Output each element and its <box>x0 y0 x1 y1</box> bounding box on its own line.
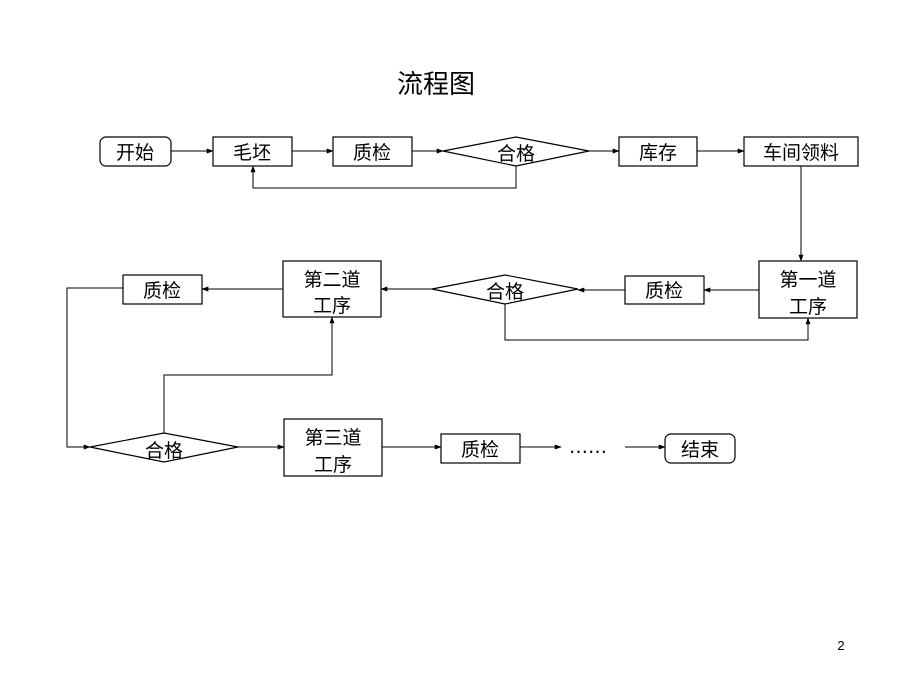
start-node: 开始 <box>99 136 172 167</box>
ellipsis-text: …… <box>569 436 607 458</box>
qc-node-4: 质检 <box>440 433 521 464</box>
pass-decision-1: 合格 <box>442 136 590 167</box>
page-title: 流程图 <box>397 70 475 100</box>
process-node-3: 第三道 工序 <box>283 418 383 477</box>
pass-decision-3: 合格 <box>89 432 239 463</box>
end-label: 结束 <box>681 439 719 461</box>
stock-label: 库存 <box>639 142 677 164</box>
qc-node-1: 质检 <box>332 136 413 167</box>
pass-label-1: 合格 <box>497 143 535 165</box>
process-node-1: 第一道 工序 <box>758 260 858 319</box>
qc-label-1: 质检 <box>353 142 391 164</box>
qc-label-2: 质检 <box>645 280 683 302</box>
qc-node-2: 质检 <box>624 275 705 305</box>
process-3-line2: 工序 <box>314 454 352 476</box>
workshop-pick-label: 车间领料 <box>763 142 839 164</box>
blank-label: 毛坯 <box>233 142 271 164</box>
pass-decision-2: 合格 <box>431 274 579 305</box>
arrow-reject-loop-3 <box>163 316 335 433</box>
pass-label-2: 合格 <box>486 281 524 303</box>
process-1-line1: 第一道 <box>779 269 836 291</box>
qc-label-4: 质检 <box>461 439 499 461</box>
page-number: 2 <box>837 638 844 653</box>
qc-node-3: 质检 <box>122 274 203 305</box>
pass-label-3: 合格 <box>145 440 183 462</box>
process-2-line1: 第二道 <box>303 269 360 291</box>
blank-node: 毛坯 <box>212 136 293 167</box>
process-node-2: 第二道 工序 <box>282 260 382 318</box>
arrow-reject-loop-1 <box>250 165 517 189</box>
arrow-reject-loop-2 <box>504 304 811 341</box>
process-1-line2: 工序 <box>789 296 827 318</box>
start-label: 开始 <box>116 142 154 164</box>
arrow-qc3-to-pass3 <box>66 287 123 450</box>
process-2-line2: 工序 <box>313 295 351 317</box>
end-node: 结束 <box>664 433 736 464</box>
qc-label-3: 质检 <box>143 280 181 302</box>
process-3-line1: 第三道 <box>304 427 361 449</box>
workshop-pick-node: 车间领料 <box>743 136 859 167</box>
stock-node: 库存 <box>618 136 698 167</box>
